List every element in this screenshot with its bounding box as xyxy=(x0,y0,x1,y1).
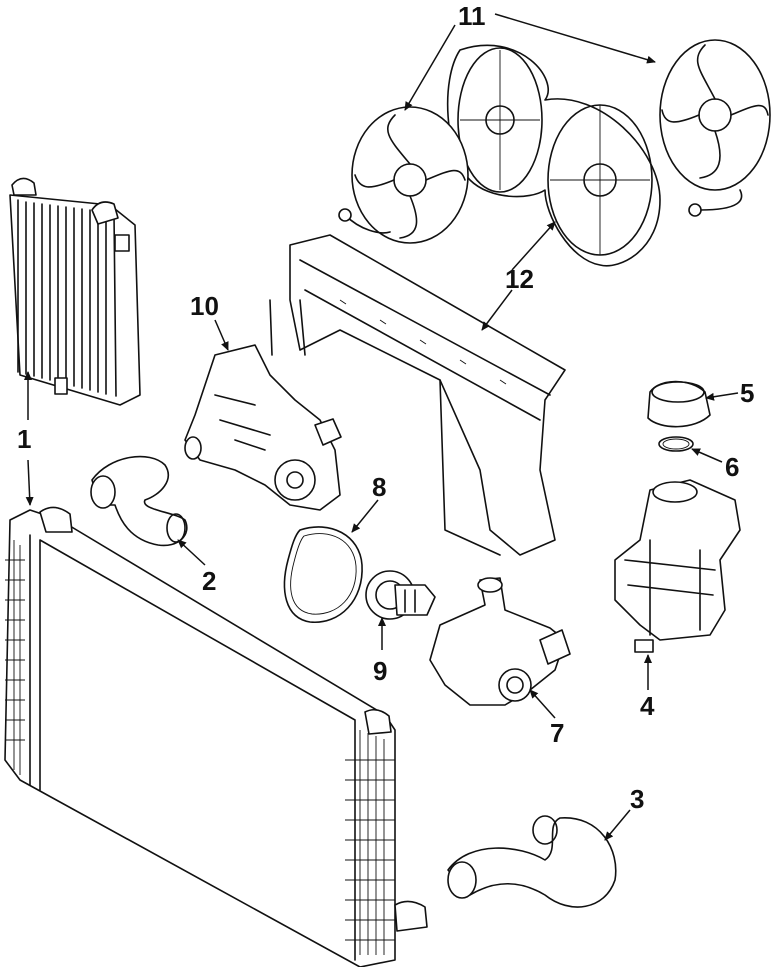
callout-10: 10 xyxy=(190,291,219,321)
main-radiator xyxy=(4,506,428,967)
leader-3 xyxy=(604,809,631,841)
leader-1-down xyxy=(25,459,34,506)
leader-11-right xyxy=(494,13,656,64)
callout-3: 3 xyxy=(630,784,644,814)
leader-6 xyxy=(691,448,723,463)
callout-2: 2 xyxy=(202,566,216,596)
callout-7: 7 xyxy=(550,718,564,748)
callout-4: 4 xyxy=(640,691,655,721)
thermostat-housing xyxy=(429,577,571,706)
fan-shroud xyxy=(446,44,661,267)
thermostat-gasket xyxy=(283,526,363,623)
callout-11: 11 xyxy=(458,1,486,31)
cap-seal xyxy=(658,436,694,452)
leader-11-left xyxy=(404,24,456,111)
callout-12: 12 xyxy=(505,264,534,294)
leader-10 xyxy=(214,319,229,351)
reservoir-cap xyxy=(647,380,711,428)
water-pump xyxy=(184,344,342,511)
leader-12-down xyxy=(481,289,513,331)
lower-radiator-hose xyxy=(447,815,617,908)
callout-9: 9 xyxy=(373,656,387,686)
callout-6: 6 xyxy=(725,452,739,482)
leader-8 xyxy=(351,499,379,533)
leader-lines xyxy=(24,13,739,841)
callout-labels: 1 2 3 4 5 6 7 8 9 10 11 12 xyxy=(17,1,754,814)
coolant-expansion-tank xyxy=(614,479,741,653)
callout-8: 8 xyxy=(372,472,386,502)
auxiliary-radiator xyxy=(9,177,141,406)
callout-1: 1 xyxy=(17,424,31,454)
cooling-fan-left xyxy=(338,106,469,244)
leader-5 xyxy=(705,392,739,401)
leader-7 xyxy=(529,689,556,719)
radiator-support xyxy=(269,234,566,556)
cooling-fan-right xyxy=(659,39,771,217)
upper-radiator-hose xyxy=(90,455,188,547)
thermostat xyxy=(365,570,436,620)
callout-5: 5 xyxy=(740,378,754,408)
leader-12-up xyxy=(511,221,556,271)
leader-2 xyxy=(177,539,206,566)
